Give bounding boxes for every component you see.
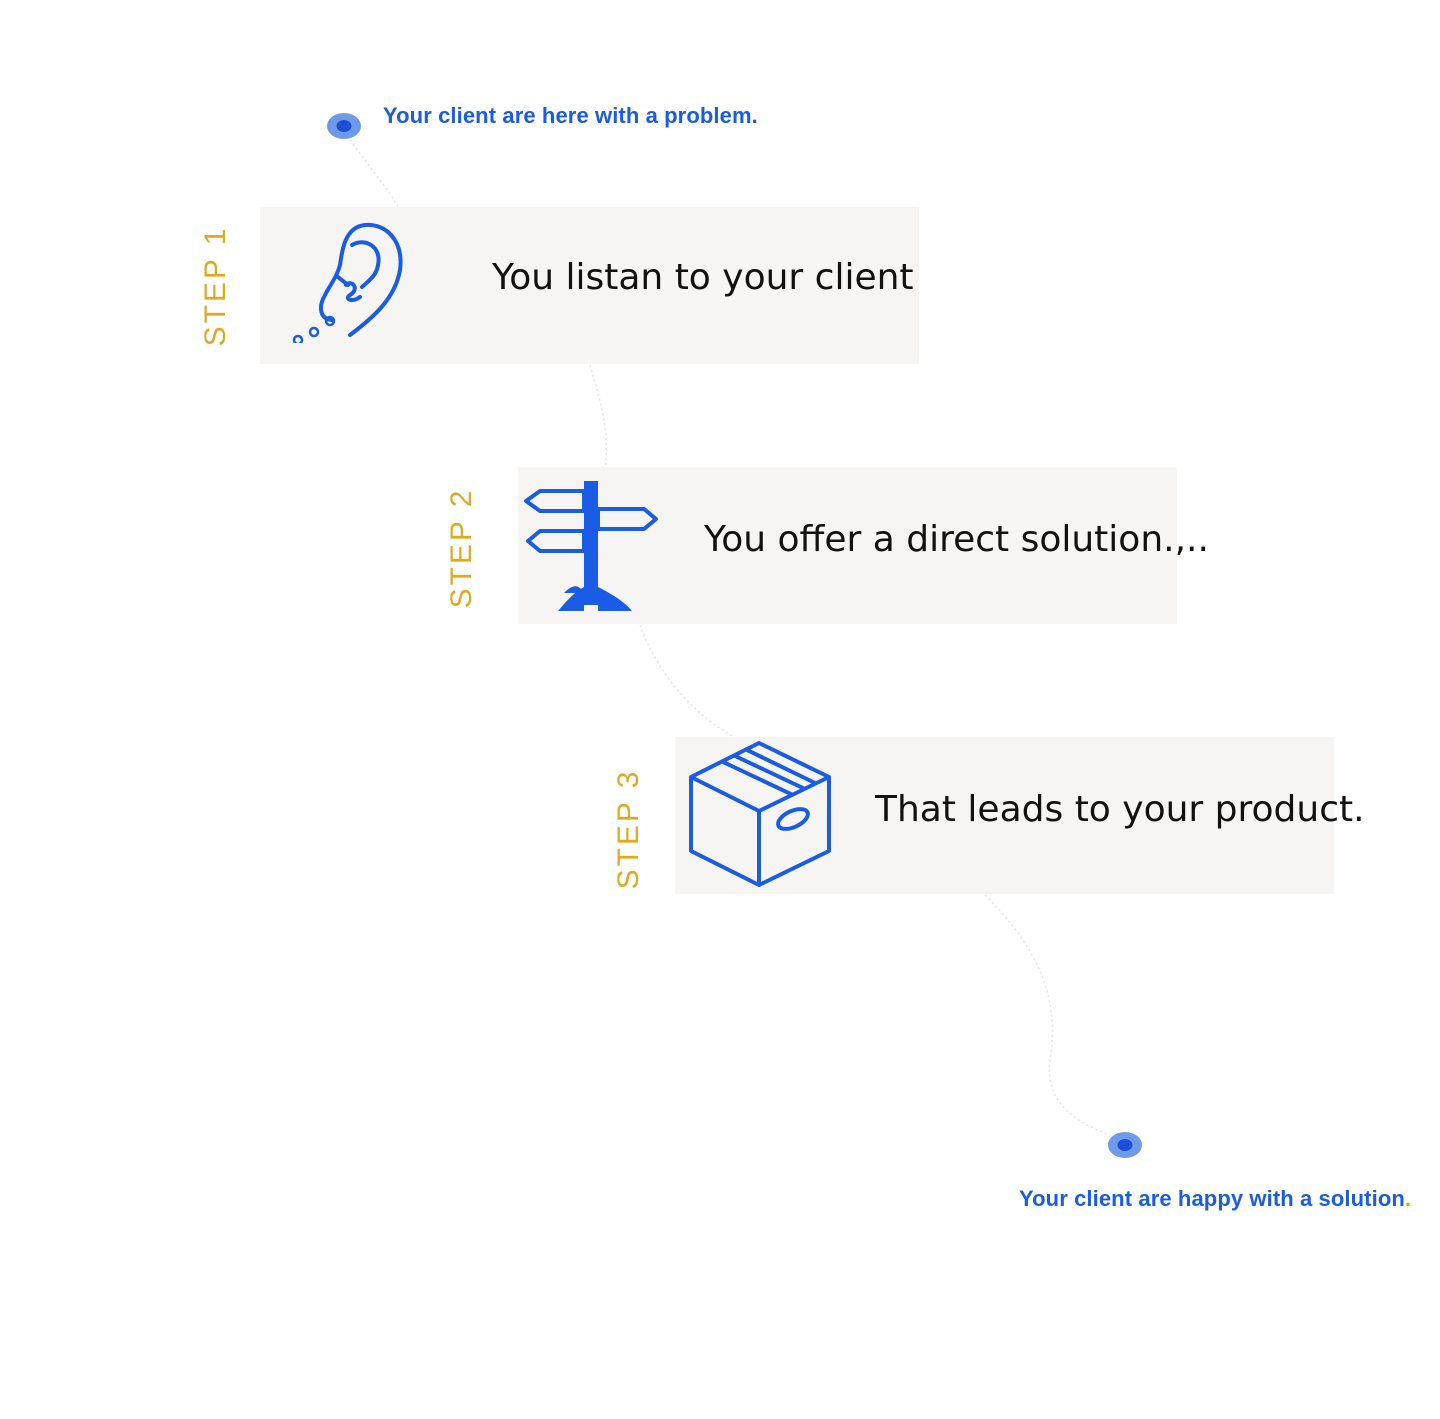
signpost-icon	[524, 481, 658, 611]
ear-icon	[292, 222, 403, 343]
start-note: Your client are here with a problem.	[383, 103, 758, 128]
step-2-text: You offer a direct solution.,..	[704, 519, 1209, 560]
step-2-label: STEP 2	[445, 487, 478, 609]
start-dot	[326, 112, 362, 140]
box-icon	[689, 741, 831, 887]
step-3-card: That leads to your product.	[675, 737, 1365, 894]
end-dot	[1107, 1131, 1143, 1159]
end-note-text: Your client are happy with a solution	[1019, 1186, 1405, 1211]
step-1-text: You listan to your client	[492, 257, 914, 298]
step-1-card: You listan to your client	[260, 207, 919, 364]
end-note: Your client are happy with a solution.	[1019, 1186, 1411, 1212]
end-note-period: .	[1404, 1186, 1412, 1211]
step-1-label: STEP 1	[199, 225, 232, 347]
step-3-label: STEP 3	[612, 768, 645, 890]
step-3-text: That leads to your product.	[875, 789, 1365, 830]
step-2-card: You offer a direct solution.,..	[518, 467, 1209, 624]
